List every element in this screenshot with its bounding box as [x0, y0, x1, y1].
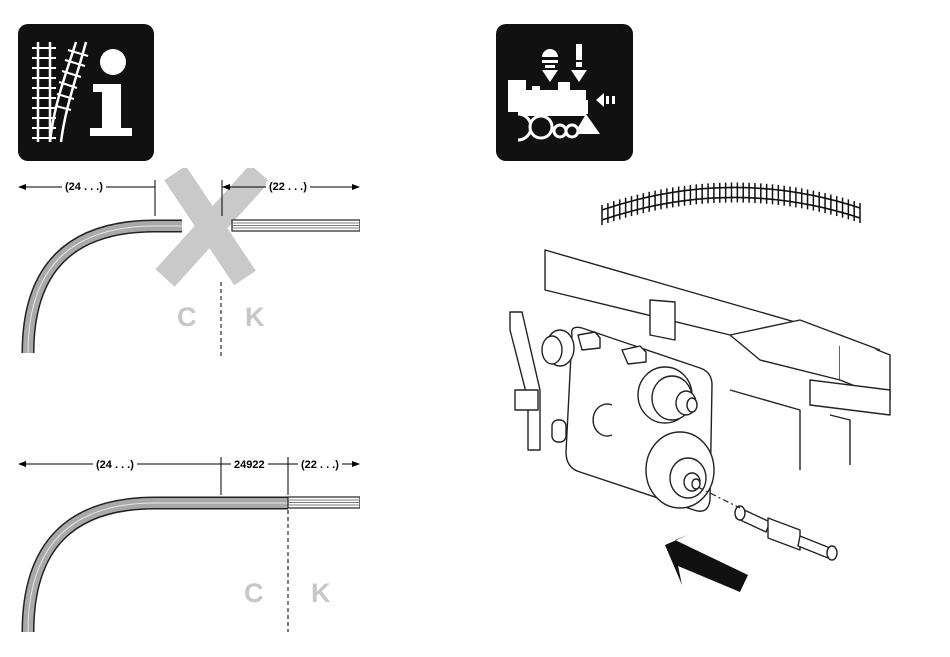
dimension-label-right: (22 . . .)	[266, 181, 310, 193]
system-letter-k: K	[245, 302, 265, 332]
track-diagram-bottom	[0, 448, 360, 638]
locomotive-icon	[496, 24, 633, 161]
loco-function-icon	[496, 24, 633, 161]
info-track-icon	[18, 24, 154, 161]
adapter-track-number: 24922	[231, 459, 268, 471]
system-letter-k: K	[311, 578, 331, 608]
track-diagram-top	[0, 168, 360, 368]
track-switch-icon	[18, 24, 154, 161]
insert-arrow-icon	[665, 535, 748, 592]
locomotive-chassis-illustration	[500, 240, 940, 600]
dimension-label-right: (22 . . .)	[298, 459, 342, 471]
system-letter-c: C	[177, 302, 197, 332]
dimension-label-left: (24 . . .)	[62, 181, 106, 193]
dimension-label-left: (24 . . .)	[93, 459, 137, 471]
system-letter-c: C	[244, 578, 264, 608]
curved-track-icon	[592, 168, 872, 238]
